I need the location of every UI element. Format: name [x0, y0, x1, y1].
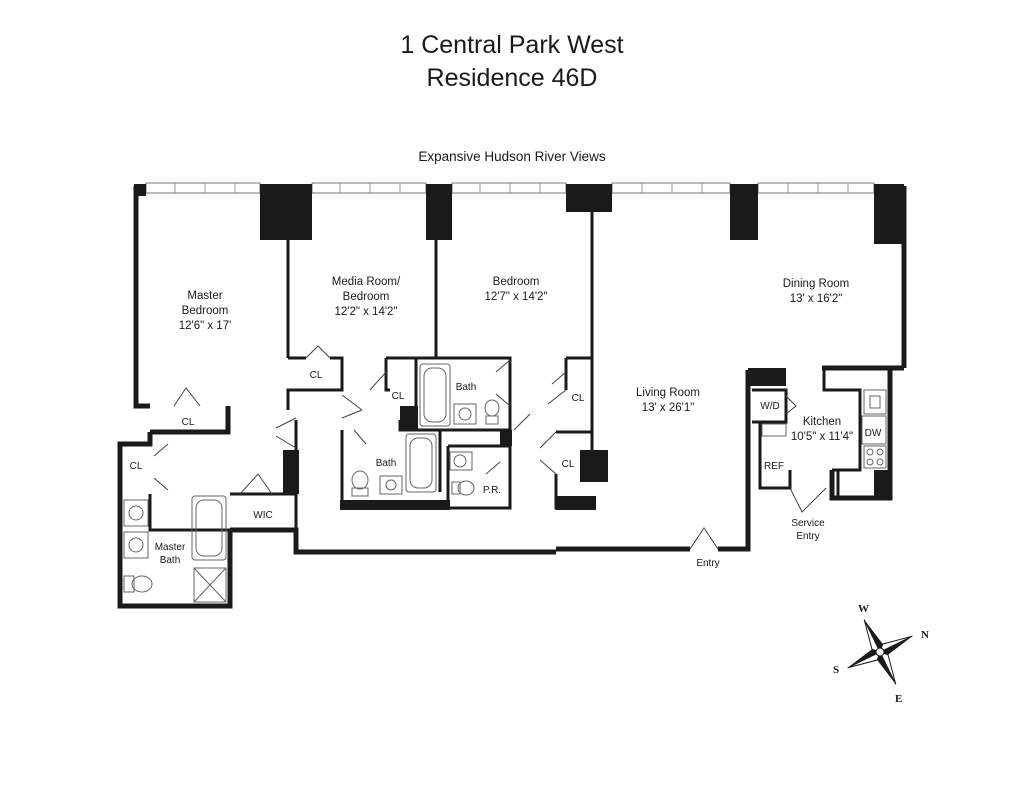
- doors: [153, 345, 827, 550]
- building-title: 1 Central Park West: [400, 31, 624, 59]
- exterior-walls: [117, 186, 907, 609]
- windows: [145, 182, 875, 194]
- service-entry-label-2: Entry: [796, 531, 819, 542]
- compass-n: N: [921, 629, 929, 641]
- entry-label: Entry: [696, 558, 719, 569]
- media-room-label-2: Bedroom: [343, 291, 390, 303]
- wall-infills: [340, 406, 596, 510]
- master-bedroom-label: Master: [187, 290, 222, 302]
- residence-title: Residence 46D: [426, 64, 598, 92]
- media-room-label: Media Room/: [332, 276, 401, 288]
- views-caption: Expansive Hudson River Views: [418, 149, 606, 164]
- bath-label-bedroom: Bath: [456, 382, 477, 393]
- bedroom-size: 12'7" x 14'2": [484, 291, 547, 303]
- dining-room-label: Dining Room: [783, 278, 849, 290]
- columns: [134, 184, 904, 500]
- compass-rose: [847, 619, 913, 685]
- closet-label-media: CL: [310, 370, 323, 381]
- washer-dryer-label: W/D: [760, 401, 779, 412]
- room-labels: Master Bedroom 12'6" x 17' Media Room/ B…: [130, 276, 882, 569]
- walk-in-closet-label: WIC: [253, 510, 272, 521]
- master-bedroom-label-2: Bedroom: [182, 305, 229, 317]
- compass-e: E: [895, 693, 902, 705]
- refrigerator-label: REF: [764, 461, 784, 472]
- powder-room-label: P.R.: [483, 485, 501, 496]
- closet-label-master-bath: CL: [130, 461, 143, 472]
- media-room-size: 12'2" x 14'2": [334, 306, 397, 318]
- living-room-size: 13' x 26'1": [642, 402, 695, 414]
- closet-label-master: CL: [182, 417, 195, 428]
- closet-label-bedroom: CL: [572, 393, 585, 404]
- compass-w: W: [858, 603, 869, 615]
- kitchen-size: 10'5" x 11'4": [791, 431, 853, 443]
- fixtures: [123, 363, 887, 603]
- compass-s: S: [833, 664, 839, 676]
- bedroom-label: Bedroom: [493, 276, 540, 288]
- service-entry-label: Service: [791, 518, 825, 529]
- closet-label-entry: CL: [562, 459, 575, 470]
- kitchen-label: Kitchen: [803, 416, 841, 428]
- bath-label-media: Bath: [376, 458, 397, 469]
- master-bath-label-2: Bath: [160, 555, 181, 566]
- master-bath-label: Master: [155, 542, 186, 553]
- living-room-label: Living Room: [636, 387, 700, 399]
- dishwasher-label: DW: [865, 428, 882, 439]
- closet-label-hall: CL: [392, 391, 405, 402]
- master-bedroom-size: 12'6" x 17': [179, 320, 232, 332]
- dining-room-size: 13' x 16'2": [790, 293, 843, 305]
